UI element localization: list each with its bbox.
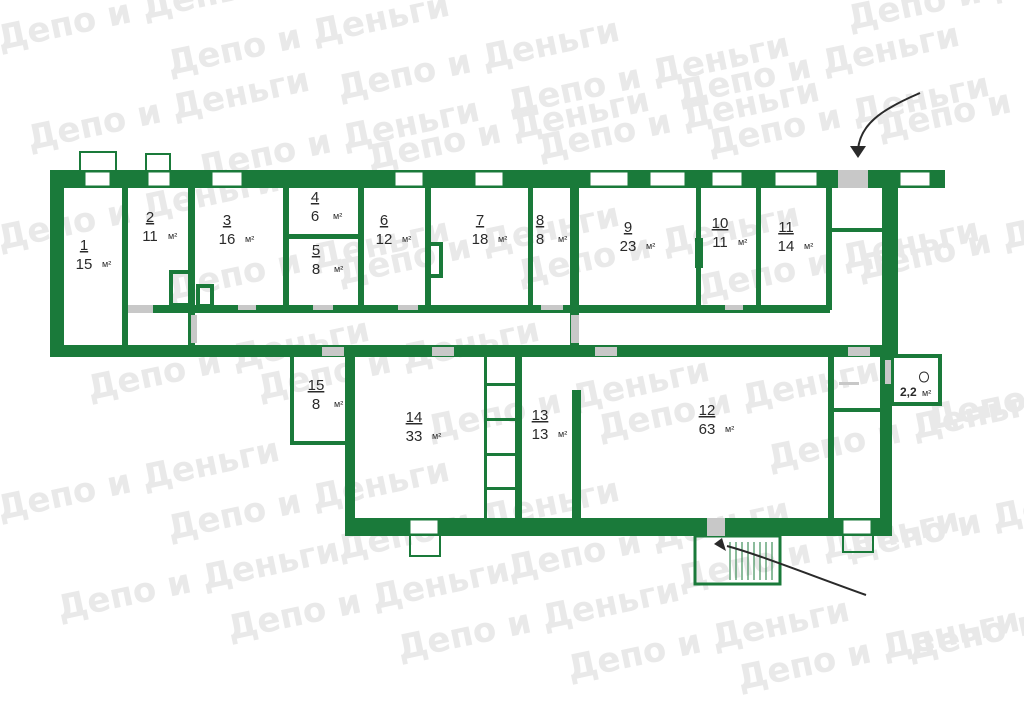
arrow-top-entrance — [857, 92, 921, 151]
room-area: 18 — [472, 231, 489, 248]
room-label-1: 1 15 м² — [76, 237, 112, 273]
room-number: 1 — [80, 237, 88, 254]
room-labels: 1 15 м² 2 11 м² 3 16 м² 4 6 м² 5 8 м² 6 12 м² 7 18 м² 8 8 м² 9 23… — [76, 189, 814, 445]
room-area: 12 — [376, 231, 393, 248]
room-label-2: 2 11 м² — [142, 209, 177, 245]
arrow-head-top — [850, 146, 866, 158]
room-area: 8 — [536, 231, 544, 248]
room-number: 4 — [311, 189, 319, 206]
room-unit: м² — [333, 211, 342, 221]
room-number: 12 — [699, 402, 716, 419]
room-label-3: 3 16 м² — [219, 212, 255, 248]
room-label-11: 11 14 м² — [778, 219, 814, 255]
room-area: 8 — [312, 396, 320, 413]
room-area: 15 — [76, 256, 93, 273]
room-label-13: 13 13 м² — [532, 407, 568, 443]
room-label-8: 8 8 м² — [536, 212, 567, 248]
room-label-5: 5 8 м² — [312, 242, 343, 278]
room-number: 6 — [380, 212, 388, 229]
doors — [128, 170, 891, 536]
entrance-arrows — [714, 92, 921, 596]
room-number: 8 — [536, 212, 544, 229]
room-unit: м² — [646, 241, 655, 251]
room-number: 15 — [308, 377, 325, 394]
room-unit: м² — [432, 431, 441, 441]
room-unit: м² — [738, 237, 747, 247]
arrow-bottom-entrance — [726, 545, 867, 596]
room-area: 14 — [778, 238, 795, 255]
room-extra-unit: м² — [922, 388, 931, 398]
room-area: 16 — [219, 231, 236, 248]
room-label-7: 7 18 м² — [472, 212, 508, 248]
room-unit: м² — [245, 234, 254, 244]
room-label-10: 10 11 м² — [712, 215, 748, 251]
room-unit: м² — [804, 241, 813, 251]
room-extra-label: 2,2 м² — [900, 371, 931, 399]
room-label-9: 9 23 м² — [620, 219, 656, 255]
room-unit: м² — [402, 234, 411, 244]
windows — [79, 151, 931, 557]
room-area: 23 — [620, 238, 637, 255]
room-label-14: 14 33 м² — [406, 409, 442, 445]
room-label-15: 15 8 м² — [308, 377, 344, 413]
room-unit: м² — [334, 399, 343, 409]
room-area: 11 — [712, 234, 728, 251]
room-area: 11 — [142, 228, 158, 245]
room-unit: м² — [725, 424, 734, 434]
room-number: 7 — [476, 212, 484, 229]
room-number: 9 — [624, 219, 632, 236]
room-label-12: 12 63 м² — [699, 402, 735, 438]
arrow-head-bottom — [714, 538, 726, 551]
room-number: 10 — [712, 215, 729, 232]
room-unit: м² — [558, 429, 567, 439]
room-unit: м² — [168, 231, 177, 241]
room-unit: м² — [498, 234, 507, 244]
room-unit: м² — [334, 264, 343, 274]
room-number: 3 — [223, 212, 231, 229]
room-area: 13 — [532, 426, 549, 443]
room-area: 8 — [312, 261, 320, 278]
room-number: 11 — [778, 219, 794, 236]
room-area: 63 — [699, 421, 716, 438]
room-area: 33 — [406, 428, 423, 445]
room-label-4: 4 6 м² — [311, 189, 342, 225]
toilet-icon — [919, 371, 929, 383]
room-number: 5 — [312, 242, 320, 259]
room-extra-area: 2,2 — [900, 385, 917, 399]
room-area: 6 — [311, 208, 319, 225]
room-number: 2 — [146, 209, 154, 226]
room-number: 13 — [532, 407, 549, 424]
room-label-6: 6 12 м² — [376, 212, 412, 248]
room-unit: м² — [558, 234, 567, 244]
room-number: 14 — [406, 409, 423, 426]
room-unit: м² — [102, 259, 111, 269]
